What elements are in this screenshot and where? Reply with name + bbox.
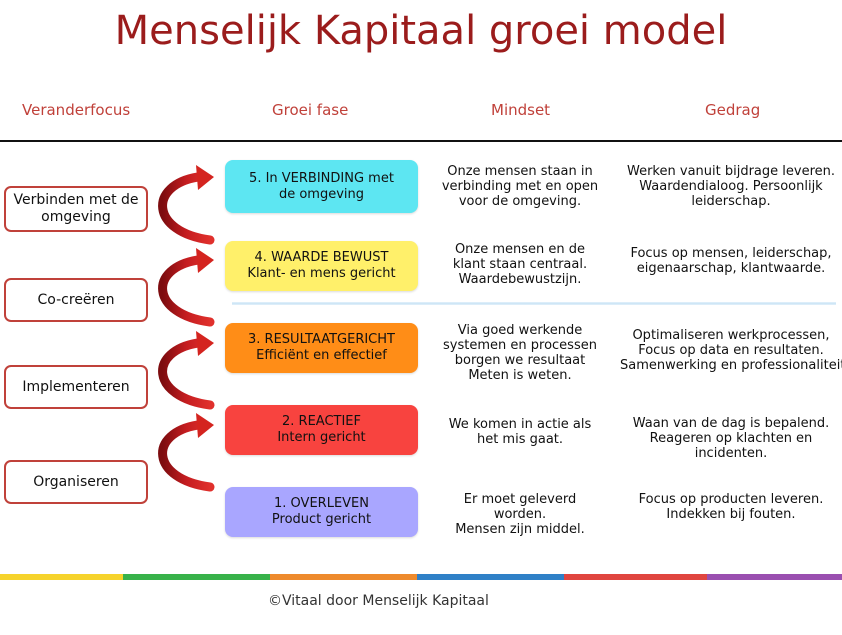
phase-subtitle: Efficiënt en effectief xyxy=(256,348,387,363)
gedrag-text: Waan van de dag is bepalend.Reageren op … xyxy=(632,416,830,461)
gedrag-text: Focus op producten leveren.Indekken bij … xyxy=(638,492,824,522)
focus-co-creeren: Co-creëren xyxy=(4,278,148,322)
header-gedrag: Gedrag xyxy=(705,101,761,119)
header-mindset: Mindset xyxy=(491,101,551,119)
phase-1-overleven: 1. OVERLEVEN Product gericht xyxy=(225,487,418,537)
phase-3-resultaatgericht: 3. RESULTAATGERICHT Efficiënt en effecti… xyxy=(225,323,418,373)
focus-implementeren: Implementeren xyxy=(4,365,148,409)
phase-subtitle: Klant- en mens gericht xyxy=(247,266,396,281)
phase-title: 3. RESULTAATGERICHT xyxy=(248,332,395,347)
gedrag-text: Focus op mensen, leiderschap,eigenaarsch… xyxy=(630,246,832,276)
color-bar xyxy=(0,574,842,580)
color-bar-segment xyxy=(417,574,564,580)
color-bar-segment xyxy=(707,574,842,580)
arrow-icon xyxy=(158,331,215,410)
phase-title: 5. In VERBINDING met xyxy=(249,170,394,186)
phase-title: 2. REACTIEF xyxy=(282,414,361,429)
gedrag-text: Werken vanuit bijdrage leveren.Waardendi… xyxy=(627,164,835,209)
phase-divider xyxy=(232,302,836,305)
focus-verbinden: Verbinden met de omgeving xyxy=(4,186,148,232)
phase-4-waarde-bewust: 4. WAARDE BEWUST Klant- en mens gericht xyxy=(225,241,418,291)
phase-title: 4. WAARDE BEWUST xyxy=(254,250,389,265)
footer-copyright: ©Vitaal door Menselijk Kapitaal xyxy=(268,593,489,609)
phase-title: 1. OVERLEVEN xyxy=(274,496,369,511)
color-bar-segment xyxy=(0,574,123,580)
arrow-icon xyxy=(158,248,215,327)
header-veranderfocus: Veranderfocus xyxy=(22,101,131,119)
phase-5-verbinding: 5. In VERBINDING met de omgeving xyxy=(225,160,418,213)
phase-subtitle: Product gericht xyxy=(271,512,372,527)
color-bar-segment xyxy=(564,574,707,580)
arrow-icon xyxy=(158,165,215,245)
page-title: Menselijk Kapitaal groei model xyxy=(114,8,728,54)
phase-subtitle: de omgeving xyxy=(278,186,365,202)
gedrag-text: Optimaliseren werkprocessen,Focus op dat… xyxy=(620,328,842,373)
arrow-icon xyxy=(158,413,215,492)
phase-2-reactief: 2. REACTIEF Intern gericht xyxy=(225,405,418,455)
phase-subtitle: Intern gericht xyxy=(277,430,366,445)
header-groeifase: Groei fase xyxy=(272,101,349,119)
color-bar-segment xyxy=(123,574,270,580)
header-divider xyxy=(0,140,842,142)
focus-organiseren: Organiseren xyxy=(4,460,148,504)
color-bar-segment xyxy=(270,574,417,580)
